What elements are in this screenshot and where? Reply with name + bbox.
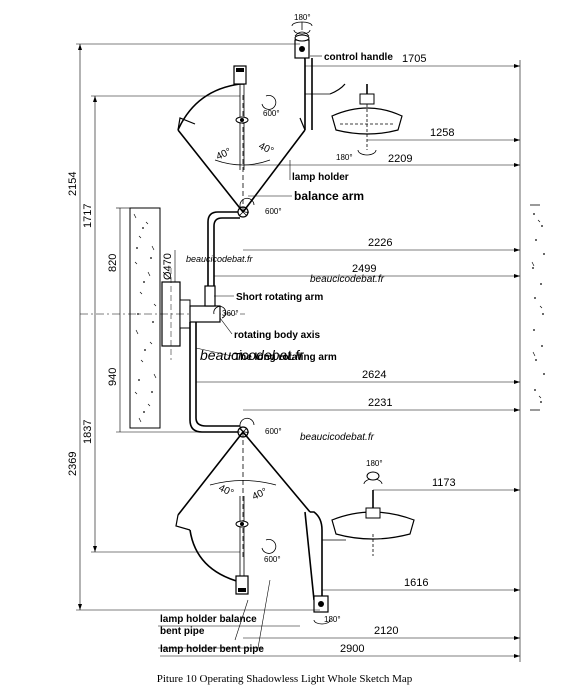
watermarks: beaucicodebat.fr beaucicodebat.fr beauci… — [186, 254, 385, 443]
angle-600-top-lamp: 600° — [263, 109, 280, 118]
watermark-3: beaucicodebat.fr — [300, 432, 375, 443]
watermark-1: beaucicodebat.fr — [310, 274, 385, 285]
angle-360: 360° — [222, 309, 239, 318]
dim-2231: 2231 — [368, 397, 392, 409]
caption: Piture 10 Operating Shadowless Light Who… — [156, 673, 413, 685]
label-short-rotating-arm: Short rotating arm — [236, 292, 323, 303]
wall-left — [129, 207, 161, 429]
dim-2900: 2900 — [340, 643, 364, 655]
dim-1837: 1837 — [82, 420, 94, 444]
angle-600-joint-bottom: 600° — [265, 427, 282, 436]
angle-40-top-left: 40° — [215, 146, 233, 162]
label-lamp-holder-balance-bent-pipe-2: bent pipe — [160, 626, 205, 637]
label-control-handle: control handle — [324, 52, 393, 63]
angle-180-bottom-right-top: 180° — [366, 459, 383, 468]
wall-right — [530, 204, 545, 411]
label-balance-arm: balance arm — [294, 189, 364, 203]
angle-40-bottom-left: 40° — [217, 483, 235, 499]
angle-600-joint-top: 600° — [265, 207, 282, 216]
dim-2499: 2499 — [352, 263, 376, 275]
upper-lamp-assembly — [177, 21, 403, 218]
dimension-arrows — [78, 44, 520, 658]
dim-1258: 1258 — [430, 127, 454, 139]
dim-2120: 2120 — [374, 625, 398, 637]
rotating-body — [189, 285, 227, 323]
angle-40-top-right: 40° — [257, 141, 275, 157]
watermark-4: beaucicodebat.fr — [186, 254, 254, 264]
dimension-lines — [76, 43, 521, 662]
dim-1173: 1173 — [432, 477, 456, 489]
short-rotating-arm — [207, 211, 240, 286]
angle-180-bottom: 180° — [324, 615, 341, 624]
leader-lines — [158, 55, 322, 649]
label-lamp-holder-balance-bent-pipe-1: lamp holder balance — [160, 614, 257, 625]
angle-600-bottom-lamp: 600° — [264, 555, 281, 564]
dim-2154: 2154 — [67, 172, 79, 196]
mounting-plate — [80, 268, 245, 360]
angle-180-top: 180° — [294, 13, 311, 22]
dim-2209: 2209 — [388, 153, 412, 165]
angle-40-bottom-right: 40° — [251, 486, 269, 502]
angle-180-top-right: 180° — [336, 153, 353, 162]
dim-1616: 1616 — [404, 577, 428, 589]
dim-940: 940 — [107, 368, 119, 386]
dim-2369: 2369 — [67, 452, 79, 476]
long-rotating-arm — [189, 322, 240, 433]
label-lamp-holder: lamp holder — [292, 172, 349, 183]
label-rotating-body-axis: rotating body axis — [234, 330, 321, 341]
dim-1705: 1705 — [402, 53, 426, 65]
label-long-rotating-arm: The long rotating arm — [234, 352, 337, 363]
label-lamp-holder-bent-pipe: lamp holder bent pipe — [160, 644, 264, 655]
dim-470: Ø470 — [162, 253, 174, 280]
watermark-2: beaucicodebat.fr — [200, 347, 305, 363]
dim-2226: 2226 — [368, 237, 392, 249]
dim-1717: 1717 — [82, 204, 94, 228]
lower-lamp-assembly — [175, 417, 415, 625]
dim-2624: 2624 — [362, 369, 386, 381]
dim-820: 820 — [107, 254, 119, 272]
